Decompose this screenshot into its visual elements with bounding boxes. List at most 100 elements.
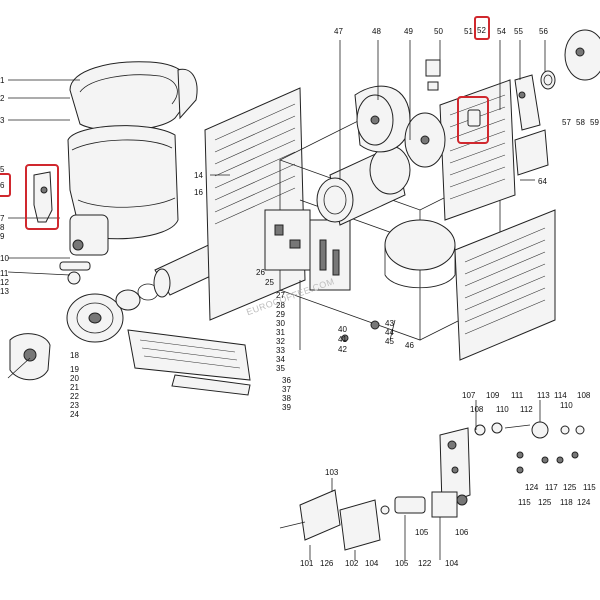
label-55[interactable]: 55 (514, 27, 523, 36)
label-24[interactable]: 24 (70, 410, 79, 419)
label-16[interactable]: 16 (194, 188, 203, 197)
label-25[interactable]: 25 (265, 278, 274, 287)
label-111[interactable]: 111 (511, 391, 524, 400)
tap-lever (33, 171, 53, 223)
label-122[interactable]: 122 (418, 559, 432, 568)
highlight-part-5-6-label[interactable] (0, 173, 11, 197)
highlight-part-52[interactable] (474, 16, 490, 40)
label-14[interactable]: 14 (194, 171, 203, 180)
label-56[interactable]: 56 (539, 27, 548, 36)
label-9[interactable]: 9 (0, 232, 5, 241)
label-1[interactable]: 1 (0, 76, 5, 85)
label-13[interactable]: 13 (0, 287, 9, 296)
label-12[interactable]: 12 (0, 278, 9, 287)
label-26[interactable]: 26 (256, 268, 265, 277)
label-125a[interactable]: 125 (538, 498, 552, 507)
label-41[interactable]: 41 (338, 335, 347, 344)
label-48[interactable]: 48 (372, 27, 381, 36)
label-51[interactable]: 51 (464, 27, 473, 36)
label-7[interactable]: 7 (0, 214, 5, 223)
label-105b[interactable]: 105 (415, 528, 429, 537)
label-22[interactable]: 22 (70, 392, 79, 401)
label-6[interactable]: 6 (0, 181, 5, 190)
label-124a[interactable]: 124 (525, 483, 539, 492)
label-106[interactable]: 106 (455, 528, 469, 537)
label-37[interactable]: 37 (282, 385, 291, 394)
label-36[interactable]: 36 (282, 376, 291, 385)
label-40[interactable]: 40 (338, 325, 347, 334)
label-34[interactable]: 34 (276, 355, 285, 364)
small-hardware (516, 451, 579, 474)
label-31[interactable]: 31 (276, 328, 285, 337)
label-39[interactable]: 39 (282, 403, 291, 412)
switch-block (425, 59, 441, 91)
electrical-panel (264, 209, 351, 291)
condenser-unit (316, 144, 411, 226)
label-104b[interactable]: 104 (445, 559, 459, 568)
label-110b[interactable]: 110 (560, 401, 573, 410)
highlight-part-52-shape[interactable] (457, 96, 489, 144)
label-30[interactable]: 30 (276, 319, 285, 328)
label-11[interactable]: 11 (0, 269, 9, 278)
control-lever-plate (439, 427, 471, 506)
label-64[interactable]: 64 (538, 177, 547, 186)
label-3[interactable]: 3 (0, 116, 5, 125)
label-102[interactable]: 102 (345, 559, 359, 568)
label-114[interactable]: 114 (554, 391, 567, 400)
label-117[interactable]: 117 (545, 483, 558, 492)
label-126[interactable]: 126 (320, 559, 334, 568)
label-44[interactable]: 44 (385, 328, 394, 337)
label-35[interactable]: 35 (276, 364, 285, 373)
label-118[interactable]: 118 (560, 498, 573, 507)
label-113[interactable]: 113 (537, 391, 550, 400)
highlight-part-6[interactable] (25, 164, 59, 230)
label-19[interactable]: 19 (70, 365, 79, 374)
label-103[interactable]: 103 (325, 468, 339, 477)
drip-tray (127, 329, 251, 396)
label-23[interactable]: 23 (70, 401, 79, 410)
label-5[interactable]: 5 (0, 165, 5, 174)
label-33[interactable]: 33 (276, 346, 285, 355)
label-47[interactable]: 47 (334, 27, 343, 36)
label-10[interactable]: 10 (0, 254, 9, 263)
label-58[interactable]: 58 (576, 118, 585, 127)
label-42[interactable]: 42 (338, 345, 347, 354)
label-109[interactable]: 109 (486, 391, 500, 400)
label-104a[interactable]: 104 (365, 559, 379, 568)
label-29[interactable]: 29 (276, 310, 285, 319)
solenoid-valve (380, 491, 468, 518)
label-105a[interactable]: 105 (395, 559, 409, 568)
label-20[interactable]: 20 (70, 374, 79, 383)
label-115a[interactable]: 115 (518, 498, 531, 507)
label-50[interactable]: 50 (434, 27, 443, 36)
label-112[interactable]: 112 (520, 405, 533, 414)
label-57[interactable]: 57 (562, 118, 571, 127)
label-108a[interactable]: 108 (470, 405, 484, 414)
label-21[interactable]: 21 (70, 383, 79, 392)
label-110a[interactable]: 110 (496, 405, 509, 414)
label-107[interactable]: 107 (462, 391, 476, 400)
label-101[interactable]: 101 (300, 559, 314, 568)
label-43[interactable]: 43 (385, 319, 394, 328)
label-28[interactable]: 28 (276, 301, 285, 310)
label-52[interactable]: 52 (477, 26, 486, 35)
part-labels: 1 2 3 5 6 7 8 9 10 11 12 13 14 16 18 19 … (0, 26, 599, 568)
label-32[interactable]: 32 (276, 337, 285, 346)
label-59[interactable]: 59 (590, 118, 599, 127)
label-45[interactable]: 45 (385, 337, 394, 346)
label-124b[interactable]: 124 (577, 498, 591, 507)
label-54[interactable]: 54 (497, 27, 506, 36)
label-46[interactable]: 46 (405, 341, 414, 350)
label-8[interactable]: 8 (0, 223, 5, 232)
label-27[interactable]: 27 (276, 291, 285, 300)
label-2[interactable]: 2 (0, 94, 5, 103)
label-125b[interactable]: 125 (563, 483, 577, 492)
label-38[interactable]: 38 (282, 394, 291, 403)
pin-and-washers (474, 421, 585, 439)
label-49[interactable]: 49 (404, 27, 413, 36)
label-108b[interactable]: 108 (577, 391, 591, 400)
label-18[interactable]: 18 (70, 351, 79, 360)
label-115b[interactable]: 115 (583, 483, 596, 492)
